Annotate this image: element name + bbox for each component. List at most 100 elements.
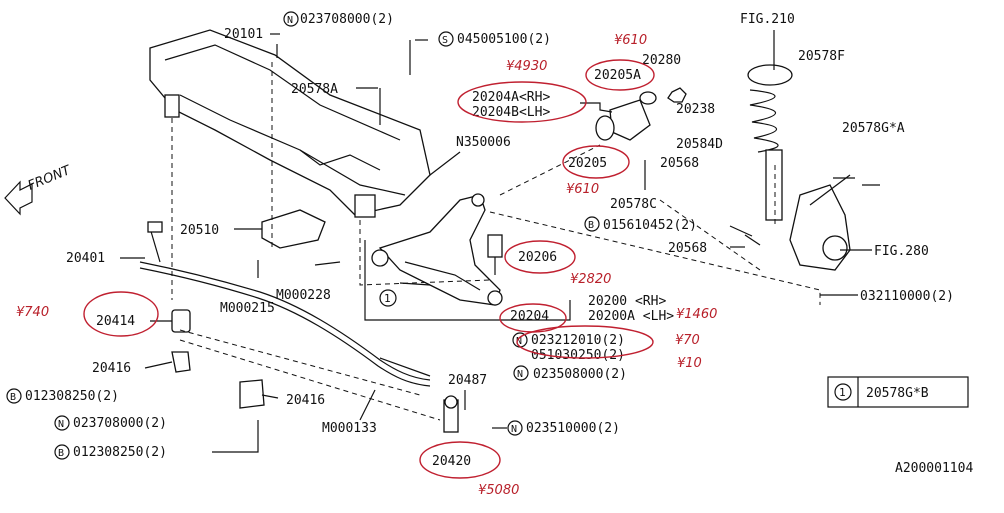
ball-joint-drawing xyxy=(487,234,503,275)
label-20578A: 20578A xyxy=(291,82,338,97)
label-032110000: 032110000(2) xyxy=(860,289,954,304)
label-012308250-b: 012308250(2) xyxy=(73,445,167,460)
label-015610452: 015610452(2) xyxy=(603,218,697,233)
label-fig210: FIG.210 xyxy=(740,12,795,27)
price-20205A: ¥610 xyxy=(614,33,647,48)
b-circle-text: B xyxy=(58,448,64,459)
bracket-20510-drawing xyxy=(261,209,326,249)
front-arrow-icon xyxy=(4,180,33,216)
label-20584D: 20584D xyxy=(676,137,723,152)
handwritten-circles xyxy=(83,59,655,479)
label-20204: 20204 xyxy=(510,309,549,324)
n-circle-text: N xyxy=(287,15,293,26)
label-045005100: 045005100(2) xyxy=(457,32,551,47)
n-circle-text: N xyxy=(511,424,517,435)
legend-part: 20578G*B xyxy=(866,386,929,401)
n-circle-text: N xyxy=(517,369,523,380)
legend-box: 1 20578G*B xyxy=(827,376,969,408)
strut-spring-drawing xyxy=(747,30,793,221)
n-circle-icon xyxy=(283,11,299,27)
label-20568-a: 20568 xyxy=(660,156,699,171)
n-circle-icon xyxy=(507,420,523,436)
n-circle-icon xyxy=(513,365,529,381)
n-circle-text: N xyxy=(58,419,64,430)
label-20568-b: 20568 xyxy=(668,241,707,256)
red-circle-20205 xyxy=(562,145,630,179)
label-20204A: 20204A<RH> xyxy=(472,90,550,105)
n-circle-text: N xyxy=(516,336,522,347)
price-20206: ¥2820 xyxy=(570,272,611,287)
label-20578C: 20578C xyxy=(610,197,657,212)
callout-1-text: 1 xyxy=(384,292,391,305)
b-circle-icon xyxy=(54,444,70,460)
price-20205: ¥610 xyxy=(566,182,599,197)
ref-code: A200001104 xyxy=(895,461,973,476)
price-023212010: ¥70 xyxy=(675,333,700,348)
label-20487: 20487 xyxy=(448,373,487,388)
label-20420: 20420 xyxy=(432,454,471,469)
lower-arm-drawing xyxy=(371,193,503,306)
label-023508000: 023508000(2) xyxy=(533,367,627,382)
stabilizer-bar-drawing xyxy=(139,221,431,387)
bushing-20414-drawing xyxy=(171,309,265,409)
knuckle-drawing xyxy=(789,174,851,271)
s-circle-icon xyxy=(438,31,454,47)
front-label: FRONT xyxy=(26,163,74,194)
label-023212010: 023212010(2) xyxy=(531,333,625,348)
red-circle-023212010 xyxy=(516,325,654,359)
label-N350006: N350006 xyxy=(456,135,511,150)
stabilizer-link-drawing xyxy=(443,395,459,433)
label-051030250: 051030250(2) xyxy=(531,348,625,363)
label-M000228: M000228 xyxy=(276,288,331,303)
bushing-bracket-drawing xyxy=(595,87,687,141)
b-circle-icon xyxy=(6,388,22,404)
b-circle-text: B xyxy=(10,392,16,403)
front-arrow: FRONT xyxy=(4,163,74,216)
label-20414: 20414 xyxy=(96,314,135,329)
b-circle-text: B xyxy=(588,220,594,231)
n-circle-icon xyxy=(54,415,70,431)
red-circle-20205A xyxy=(585,59,655,91)
s-circle-text: S xyxy=(442,35,448,46)
label-fig280: FIG.280 xyxy=(874,244,929,259)
legend-number: 1 xyxy=(839,386,846,399)
label-20101: 20101 xyxy=(224,27,263,42)
red-circle-20206 xyxy=(504,240,576,274)
red-circle-20204 xyxy=(457,81,587,123)
handwritten-prices: ¥4930 ¥610 ¥610 ¥2820 ¥1460 ¥70 ¥10 ¥740… xyxy=(16,33,717,498)
label-20205A: 20205A xyxy=(594,68,641,83)
label-20238: 20238 xyxy=(676,102,715,117)
label-M000215: M000215 xyxy=(220,301,275,316)
label-20206: 20206 xyxy=(518,250,557,265)
label-023510000: 023510000(2) xyxy=(526,421,620,436)
price-20200: ¥1460 xyxy=(676,307,717,322)
label-012308250-a: 012308250(2) xyxy=(25,389,119,404)
label-20280: 20280 xyxy=(642,53,681,68)
callout-1-circle-icon xyxy=(379,289,397,307)
bolts-drawing xyxy=(257,40,880,377)
price-20414: ¥740 xyxy=(16,305,49,320)
label-20416-a: 20416 xyxy=(92,361,131,376)
price-20204: ¥4930 xyxy=(506,59,547,74)
b-circle-icon xyxy=(584,216,600,232)
guide-lines xyxy=(171,62,821,421)
legend-circle-icon xyxy=(834,383,852,401)
label-023708000-bottom: 023708000(2) xyxy=(73,416,167,431)
label-20200A: 20200A <LH> xyxy=(588,309,674,324)
price-20420: ¥5080 xyxy=(478,483,519,498)
label-023708000-top: 023708000(2) xyxy=(300,12,394,27)
red-circle-20420 xyxy=(419,441,501,479)
leader-lines xyxy=(120,33,872,453)
label-20204B: 20204B<LH> xyxy=(472,105,550,120)
crossmember-drawing xyxy=(149,29,431,218)
label-20200: 20200 <RH> xyxy=(588,294,666,309)
label-20205: 20205 xyxy=(568,156,607,171)
label-20401: 20401 xyxy=(66,251,105,266)
label-20578GA: 20578G*A xyxy=(842,121,905,136)
label-M000133: M000133 xyxy=(322,421,377,436)
label-20510: 20510 xyxy=(180,223,219,238)
part-labels: 20101 N 023708000(2) S 045005100(2) 2057… xyxy=(6,11,973,476)
label-20578F: 20578F xyxy=(798,49,845,64)
label-20416-b: 20416 xyxy=(286,393,325,408)
